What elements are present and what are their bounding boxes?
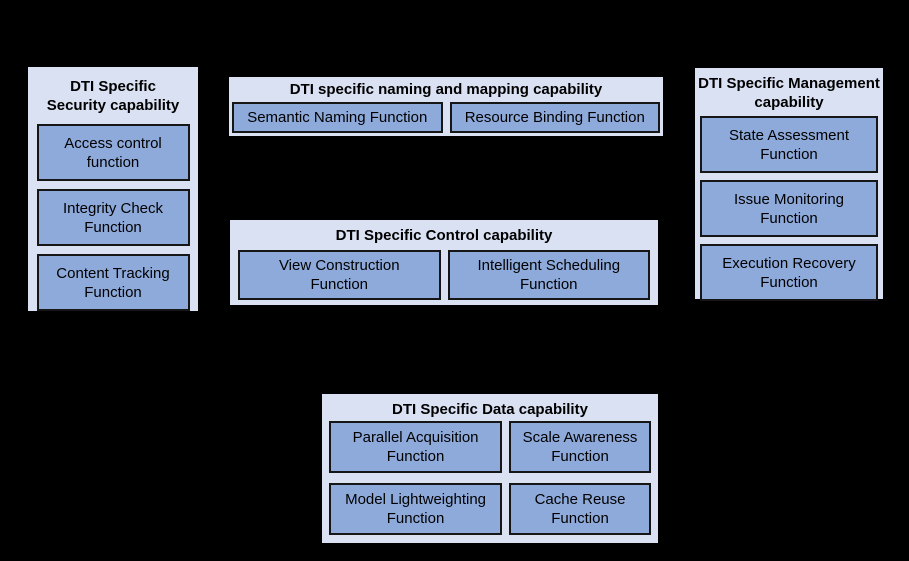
function-box-state-assessment: State Assessment Function xyxy=(700,116,878,173)
function-box-issue-monitoring: Issue Monitoring Function xyxy=(700,180,878,237)
data-capability-title: DTI Specific Data capability xyxy=(392,401,588,418)
function-box-access-control: Access control function xyxy=(36,124,190,181)
capability-group-data: DTI Specific Data capability Parallel Ac… xyxy=(320,392,660,545)
function-box-semantic-naming: Semantic Naming Function xyxy=(232,102,443,133)
capability-group-control: DTI Specific Control capability View Con… xyxy=(228,218,660,307)
naming-mapping-capability-title: DTI specific naming and mapping capabili… xyxy=(289,81,603,98)
function-box-execution-recovery: Execution Recovery Function xyxy=(700,244,878,301)
capability-group-security: DTI Specific Security capability Access … xyxy=(26,65,200,313)
security-function-list: Access control function Integrity Check … xyxy=(28,124,198,311)
capability-group-management: DTI Specific Management capability State… xyxy=(693,66,885,301)
data-function-grid: Parallel Acquisition Function Scale Awar… xyxy=(329,421,651,535)
function-box-intelligent-scheduling: Intelligent Scheduling Function xyxy=(447,250,650,300)
function-box-integrity-check: Integrity Check Function xyxy=(36,189,190,246)
function-box-model-lightweighting: Model Lightweighting Function xyxy=(329,483,503,535)
management-function-list: State Assessment Function Issue Monitori… xyxy=(695,116,883,301)
function-box-content-tracking: Content Tracking Function xyxy=(36,254,190,311)
control-capability-title: DTI Specific Control capability xyxy=(335,227,553,244)
function-box-resource-binding: Resource Binding Function xyxy=(449,102,660,133)
control-function-list: View Construction Function Intelligent S… xyxy=(238,250,650,300)
management-capability-title: DTI Specific Management capability xyxy=(698,75,880,111)
naming-function-list: Semantic Naming Function Resource Bindin… xyxy=(232,102,660,133)
capability-group-naming-mapping: DTI specific naming and mapping capabili… xyxy=(227,75,665,138)
function-box-cache-reuse: Cache Reuse Function xyxy=(509,483,651,535)
security-capability-title: DTI Specific Security capability xyxy=(46,78,180,114)
function-box-view-construction: View Construction Function xyxy=(238,250,441,300)
function-box-parallel-acquisition: Parallel Acquisition Function xyxy=(329,421,503,473)
function-box-scale-awareness: Scale Awareness Function xyxy=(509,421,651,473)
